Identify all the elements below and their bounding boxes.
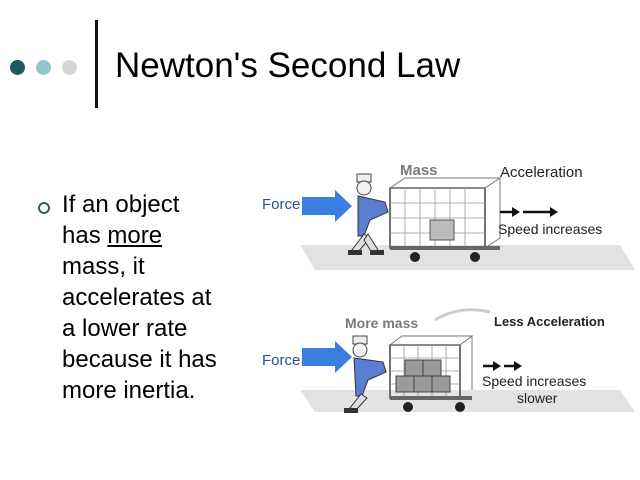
dot-dark	[10, 60, 25, 75]
speed-label: Speed increases	[498, 221, 603, 237]
dot-light	[36, 60, 51, 75]
bullet-line: more inertia.	[62, 377, 196, 404]
bullet-icon	[38, 202, 50, 214]
cart-icon	[388, 177, 502, 262]
bullet-line: mass, it	[62, 253, 145, 280]
force-label: Force	[262, 352, 301, 369]
acceleration-arrows-icon	[500, 207, 558, 217]
bullet-line: because it has	[62, 346, 217, 373]
dot-gray	[62, 60, 77, 75]
bullet-line: accelerates at	[62, 284, 212, 311]
curved-arrow-icon	[434, 308, 491, 322]
bullet-line: If an object	[62, 191, 180, 218]
force-label: Force	[262, 196, 301, 213]
floor-shadow	[300, 390, 635, 412]
bullet-line: has more	[62, 220, 252, 251]
slide-title: Newton's Second Law	[115, 46, 461, 85]
speed-label: Speed increases	[482, 373, 587, 389]
acceleration-arrows-icon	[483, 361, 522, 371]
bullet-emphasis: more	[107, 222, 163, 249]
speed-label-slower: slower	[517, 390, 558, 406]
mass-label: Mass	[400, 162, 438, 179]
more-mass-label: More mass	[345, 315, 419, 331]
bullet-text: If an object has more mass, it accelerat…	[62, 189, 252, 406]
bullet-line: a lower rate	[62, 315, 188, 342]
force-arrow-icon	[302, 190, 352, 222]
decorative-dots	[10, 60, 90, 76]
title-divider	[95, 20, 98, 108]
bullet-word: has	[62, 222, 108, 249]
bottom-scene	[300, 308, 635, 413]
worker-figure	[344, 335, 387, 413]
worker-figure	[348, 173, 389, 255]
top-scene	[300, 173, 635, 270]
acceleration-label: Acceleration	[500, 164, 583, 181]
less-acceleration-label: Less Acceleration	[494, 314, 605, 329]
force-arrow-icon	[302, 341, 352, 373]
cart-diagrams	[300, 173, 635, 413]
cart-icon	[388, 335, 474, 412]
